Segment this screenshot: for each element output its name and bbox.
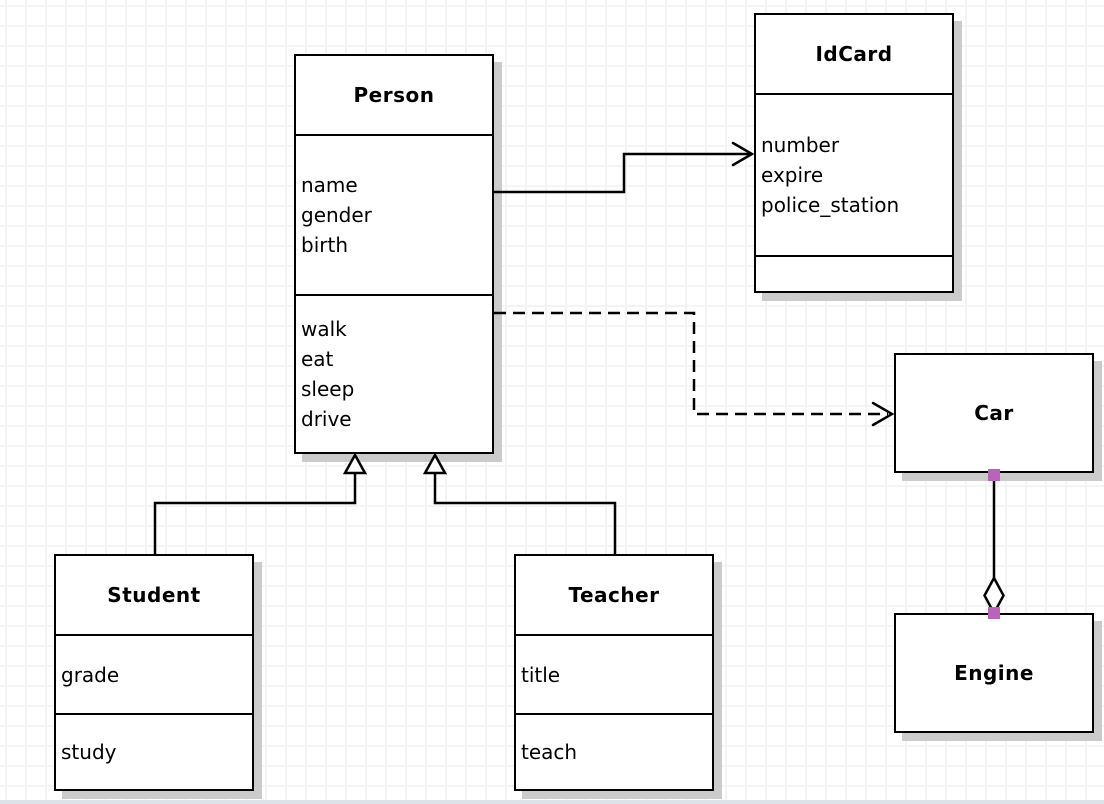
attribute: gender [301, 203, 372, 227]
class-idcard[interactable]: IdCard number expire police_station [754, 13, 954, 293]
attribute: grade [61, 662, 120, 687]
attributes-compartment: grade [56, 634, 252, 713]
canvas-bottom-edge [0, 800, 1104, 804]
class-engine[interactable]: Engine [894, 613, 1094, 733]
class-title: IdCard [815, 42, 893, 66]
method: walk [301, 317, 347, 341]
class-teacher[interactable]: Teacher title teach [514, 554, 714, 791]
attribute: name [301, 173, 358, 197]
method: eat [301, 347, 334, 371]
open-arrowhead-icon [871, 401, 895, 427]
generalization-teacher-person[interactable] [422, 452, 617, 554]
methods-compartment: walk eat sleep drive [296, 294, 492, 452]
attribute: number [761, 133, 840, 157]
attributes-compartment: name gender birth [296, 134, 492, 294]
attribute: expire [761, 163, 824, 187]
class-person[interactable]: Person name gender birth walk eat sleep … [294, 54, 494, 454]
endpoint-handle[interactable] [988, 607, 1000, 619]
methods-compartment: study [56, 713, 252, 789]
dependency-person-car[interactable] [494, 311, 895, 427]
association-line[interactable] [494, 152, 750, 194]
method: teach [521, 740, 578, 764]
class-car[interactable]: Car [894, 353, 1094, 473]
attributes-compartment: number expire police_station [756, 93, 952, 255]
generalization-student-person[interactable] [153, 452, 368, 554]
endpoint-handle[interactable] [988, 469, 1000, 481]
dependency-line[interactable] [494, 311, 888, 416]
method: drive [301, 407, 352, 431]
methods-compartment: teach [516, 713, 712, 789]
attribute: police_station [761, 193, 900, 217]
aggregation-car-engine[interactable] [983, 469, 1005, 619]
generalization-line[interactable] [433, 473, 617, 554]
association-person-idcard[interactable] [494, 141, 755, 194]
class-title: Teacher [568, 583, 660, 607]
method: sleep [301, 377, 355, 401]
attribute: title [521, 662, 561, 687]
class-student[interactable]: Student grade study [54, 554, 254, 791]
class-title: Engine [954, 661, 1034, 685]
attributes-compartment: title [516, 634, 712, 713]
generalization-line[interactable] [153, 473, 357, 554]
class-title: Car [974, 401, 1014, 425]
class-title: Student [107, 583, 201, 607]
method: study [61, 740, 117, 764]
open-arrowhead-icon [731, 141, 755, 167]
methods-compartment-empty [756, 255, 952, 291]
class-title: Person [353, 83, 435, 107]
hollow-triangle-icon [342, 452, 368, 475]
attribute: birth [301, 233, 348, 257]
hollow-triangle-icon [422, 452, 448, 475]
